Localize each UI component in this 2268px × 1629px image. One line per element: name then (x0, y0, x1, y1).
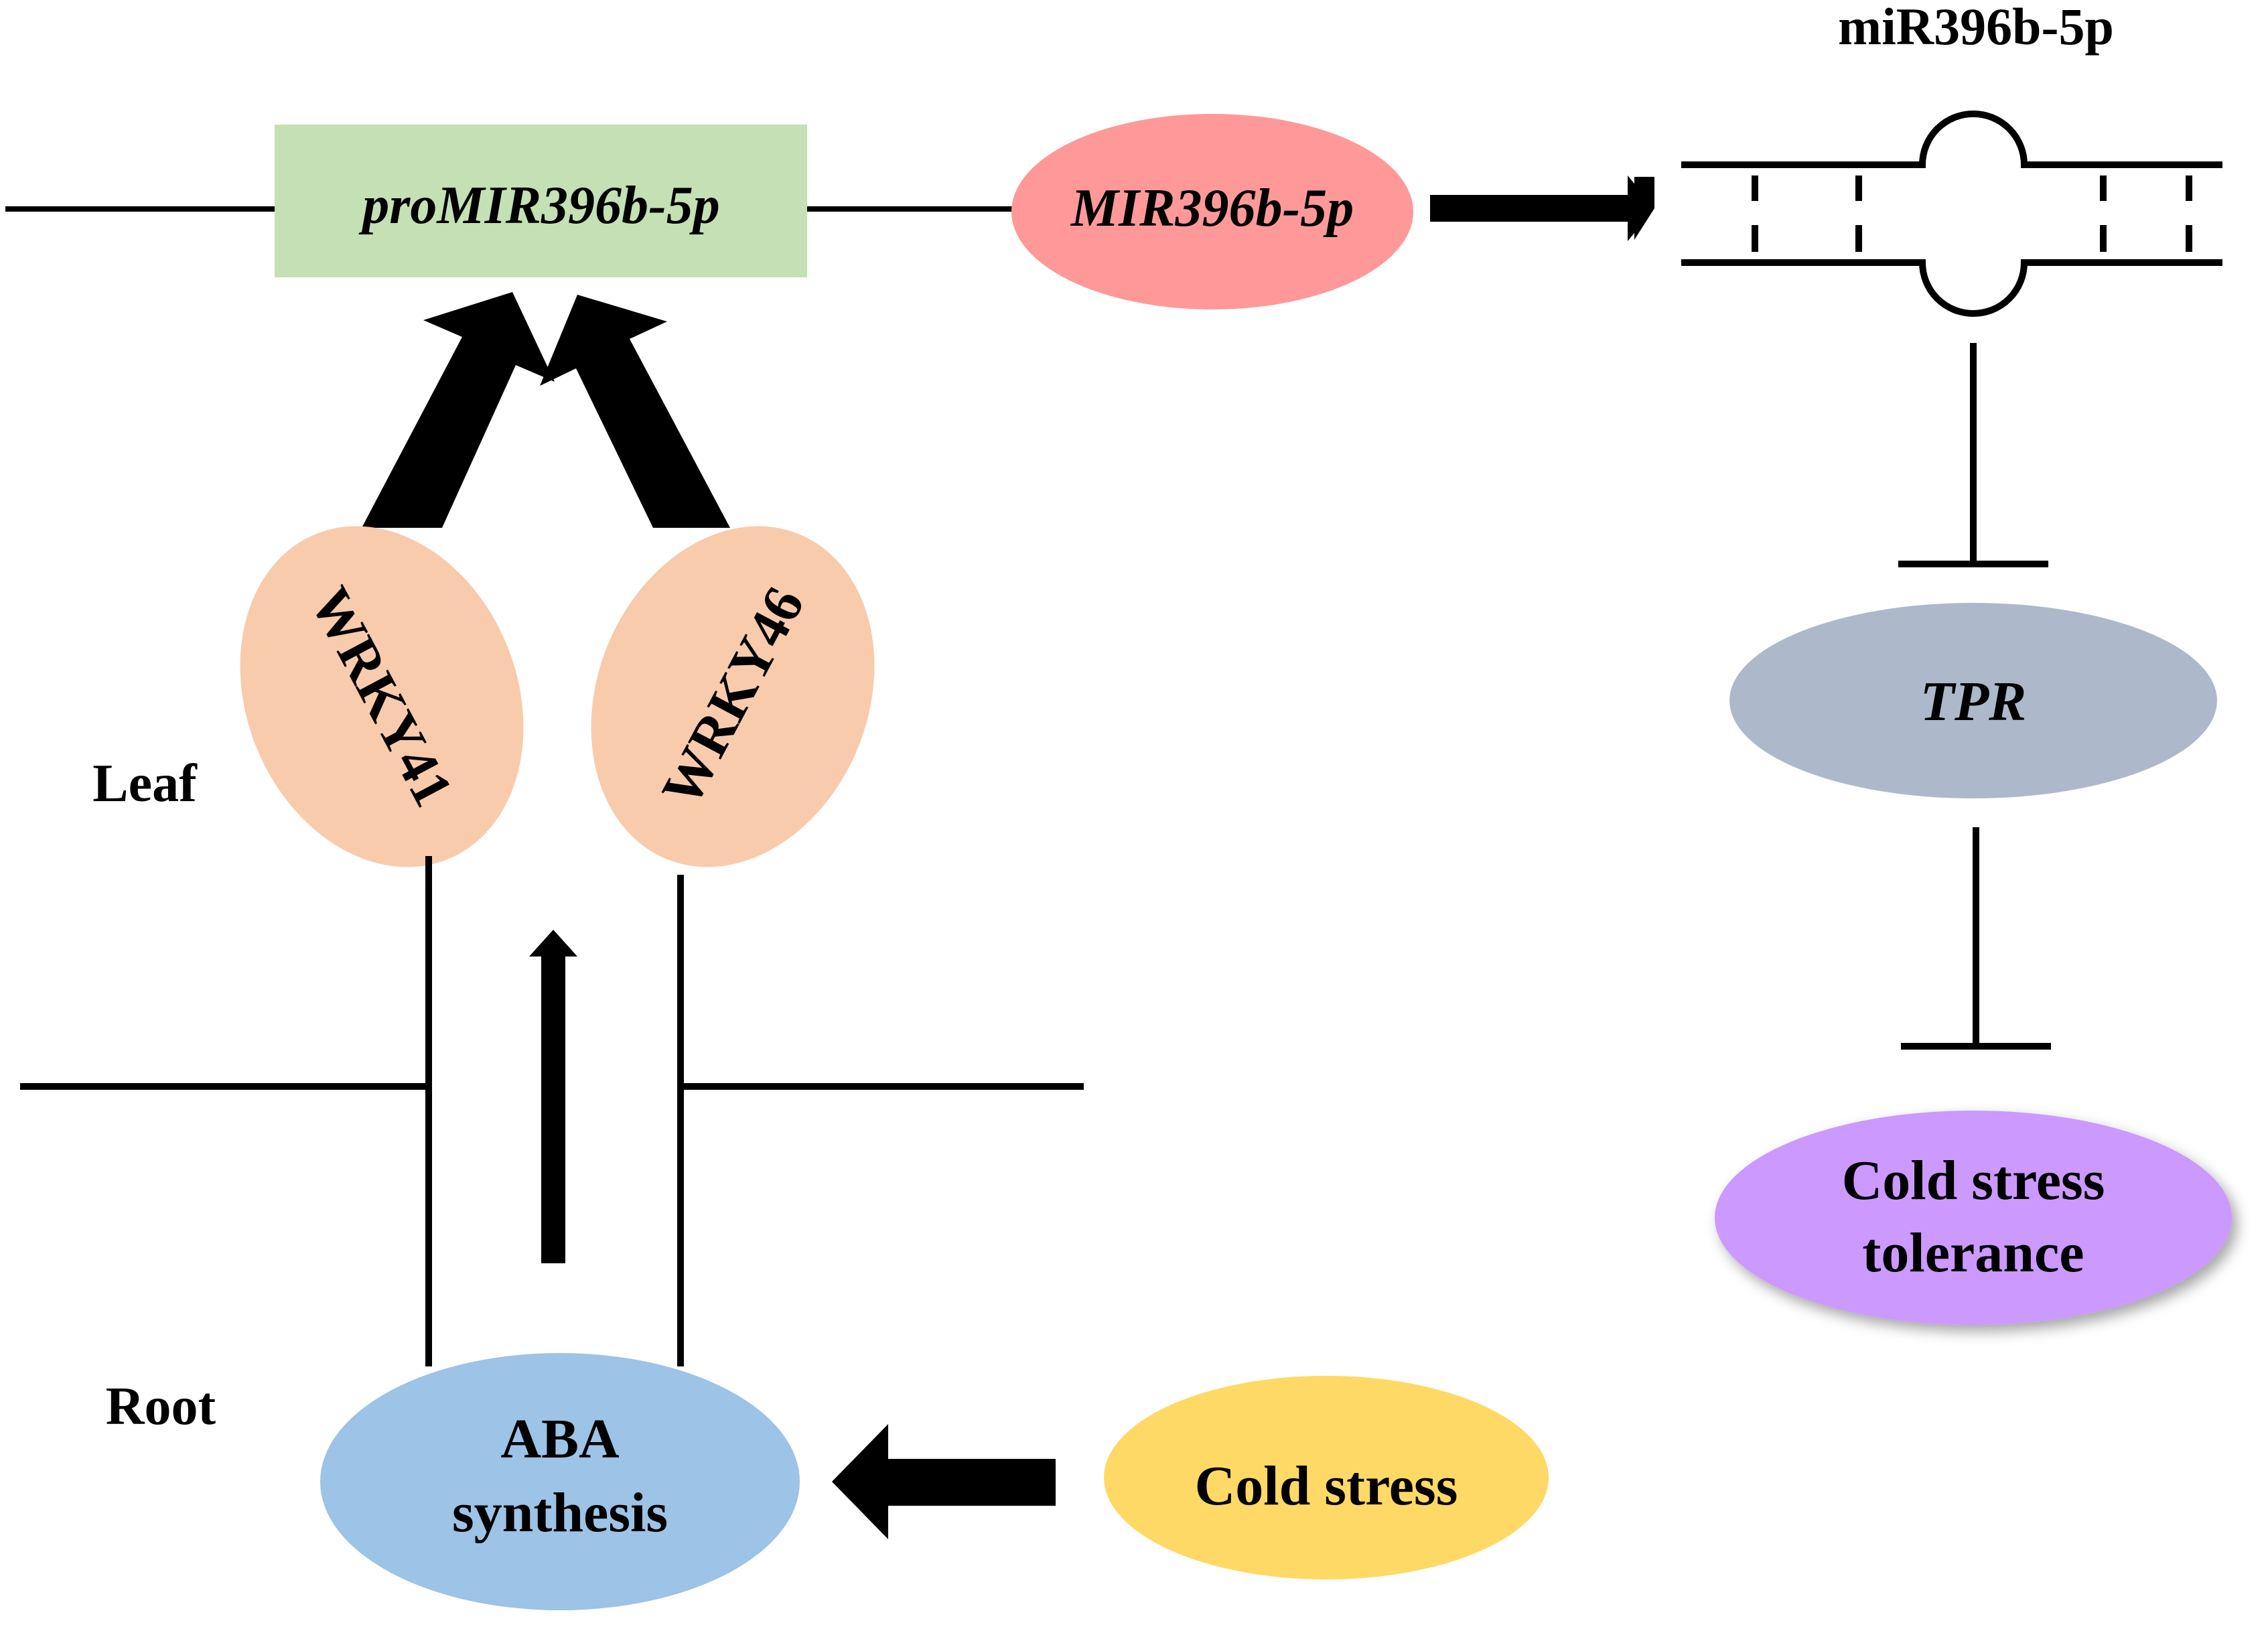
aba-synthesis-node (320, 1353, 800, 1610)
tpr-inhibits-tolerance (1901, 827, 2051, 1050)
cold-tolerance-line1: Cold stress (1842, 1149, 2105, 1212)
promoter-box (275, 125, 807, 277)
cold-induces-aba-arrow (832, 1424, 1056, 1539)
wrky41-activates-promoter-arrow (362, 292, 555, 528)
wrky46-activates-promoter-arrow (540, 295, 730, 528)
root-label: Root (106, 1377, 216, 1436)
mir-gene-node (1011, 114, 1413, 309)
mirna-label: miR396b-5p (1838, 0, 2114, 56)
cold-stress-label: Cold stress (1195, 1455, 1458, 1517)
leaf-label: Leaf (92, 754, 198, 813)
wrky41-node (240, 526, 524, 867)
tpr-label: TPR (1920, 670, 2027, 733)
vascular-channel (20, 856, 1084, 1366)
mir-gene-label: MIR396b-5p (1070, 179, 1354, 238)
promoter-label: proMIR396b-5p (358, 176, 719, 235)
cold-tolerance-node (1715, 1111, 2232, 1325)
transcription-arrow (1430, 175, 1654, 241)
cold-stress-node (1104, 1376, 1549, 1579)
tpr-node (1729, 603, 2217, 798)
aba-line1: ABA (500, 1408, 620, 1470)
mirna-duplex-icon (1681, 111, 2222, 317)
mirna-inhibits-tpr (1898, 343, 2048, 567)
aba-line2: synthesis (452, 1482, 668, 1544)
cold-tolerance-line2: tolerance (1862, 1222, 2084, 1284)
wrky46-node (591, 526, 875, 867)
aba-transport-arrow (529, 930, 577, 1263)
